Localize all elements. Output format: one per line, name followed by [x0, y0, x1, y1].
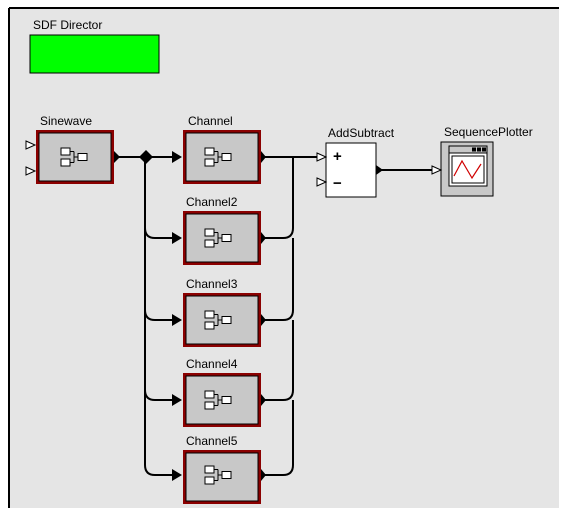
minus-input-port-icon[interactable] — [316, 177, 328, 187]
channel3-actor[interactable]: Channel3 — [172, 277, 266, 347]
director-label: SDF Director — [33, 18, 102, 32]
addsubtract-actor[interactable]: AddSubtract + − — [316, 126, 395, 198]
input-port-icon[interactable] — [25, 166, 37, 176]
channel5-label: Channel5 — [186, 434, 238, 448]
plus-symbol: + — [333, 148, 342, 165]
channel-label: Channel — [188, 114, 233, 128]
input-port-icon[interactable] — [25, 140, 37, 150]
sdf-director[interactable] — [29, 34, 160, 74]
output-port-icon[interactable] — [114, 151, 120, 163]
channel-actor[interactable]: Channel — [172, 114, 266, 184]
addsubtract-label: AddSubtract — [328, 126, 395, 140]
sinewave-label: Sinewave — [40, 114, 92, 128]
output-port-icon[interactable] — [261, 151, 266, 163]
channel5-actor[interactable]: Channel5 — [172, 434, 266, 504]
channel4-label: Channel4 — [186, 357, 238, 371]
input-port-icon[interactable] — [172, 469, 182, 481]
channel2-actor[interactable]: Channel2 — [172, 195, 266, 265]
input-port-icon[interactable] — [172, 314, 182, 326]
channel3-label: Channel3 — [186, 277, 238, 291]
output-port-icon[interactable] — [261, 232, 266, 244]
input-port-icon[interactable] — [172, 232, 182, 244]
output-port-icon[interactable] — [261, 394, 266, 406]
plus-input-port-icon[interactable] — [316, 152, 328, 162]
output-port-icon[interactable] — [376, 165, 383, 175]
minus-symbol: − — [333, 175, 342, 192]
canvas-background — [9, 8, 559, 508]
output-port-icon[interactable] — [261, 314, 266, 326]
relation-diamond[interactable] — [139, 150, 153, 164]
input-port-icon[interactable] — [431, 165, 443, 175]
input-port-icon[interactable] — [172, 151, 182, 163]
sinewave-actor[interactable]: Sinewave — [25, 114, 120, 184]
plot-window-icon — [448, 145, 488, 187]
channel2-label: Channel2 — [186, 195, 238, 209]
input-port-icon[interactable] — [172, 394, 182, 406]
output-port-icon[interactable] — [261, 469, 266, 481]
sequenceplotter-actor[interactable]: SequencePlotter — [431, 125, 533, 197]
sequenceplotter-label: SequencePlotter — [444, 125, 533, 139]
channel4-actor[interactable]: Channel4 — [172, 357, 266, 427]
